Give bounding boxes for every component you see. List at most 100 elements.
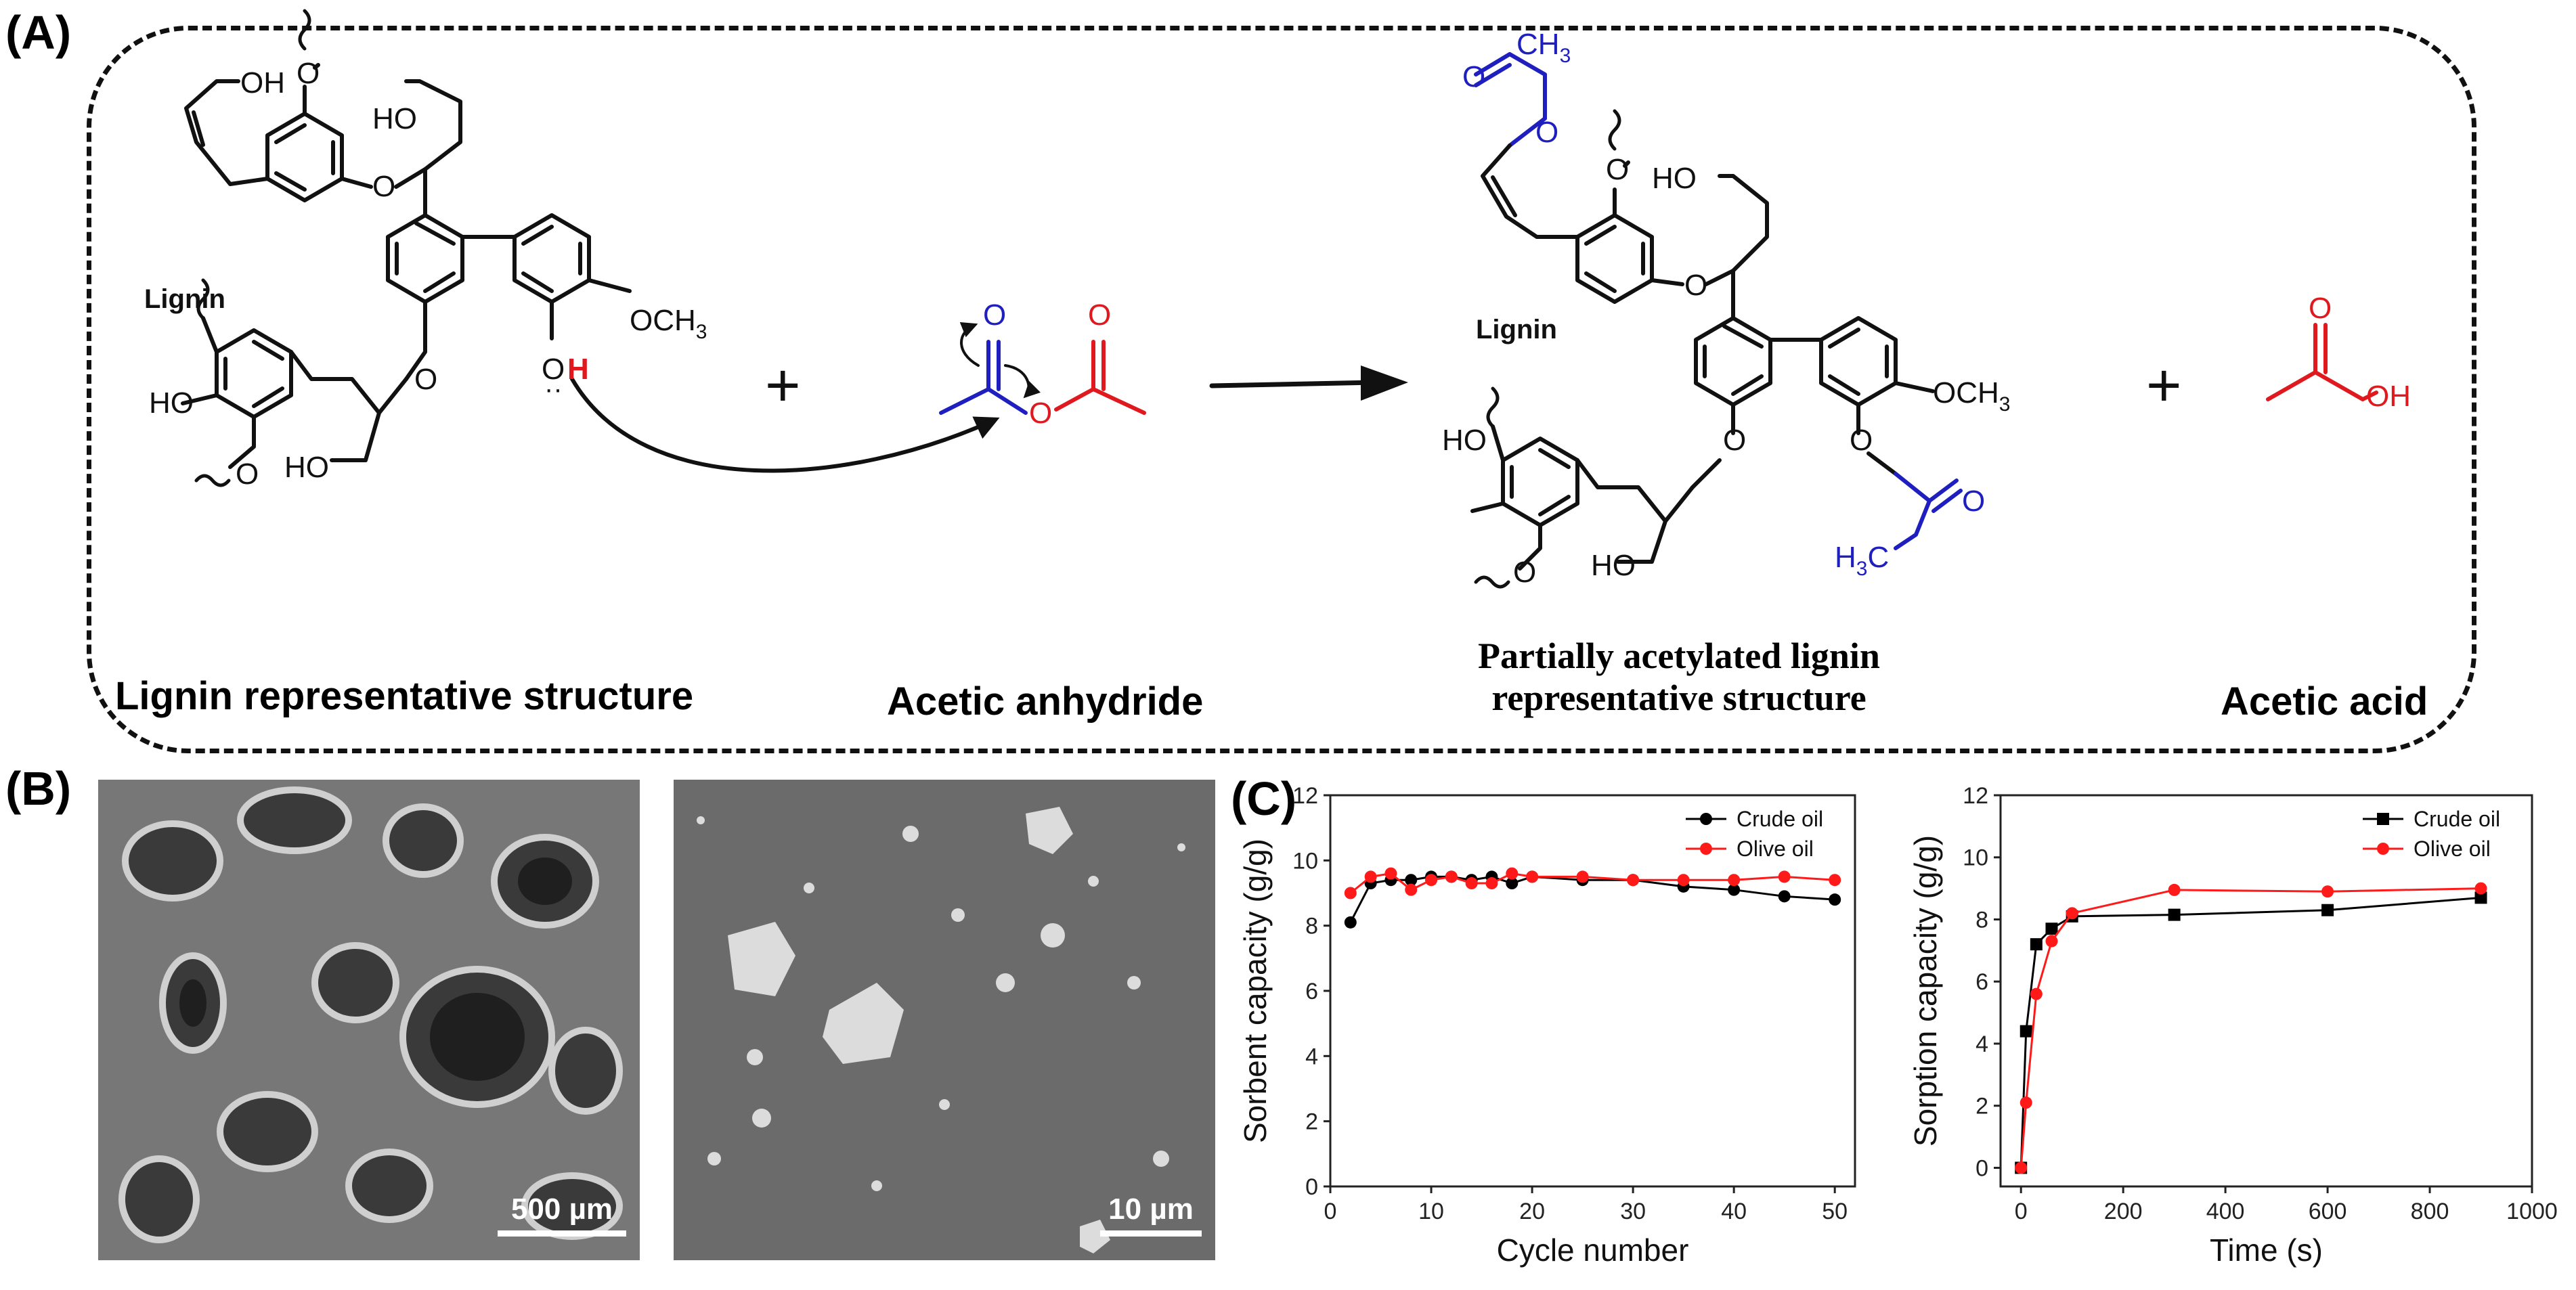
y-tick-label: 4 [1975,1031,1988,1057]
reaction-scheme: OH O HO O OCH3 Lignin HO O O H ·· O HO +… [144,9,2411,589]
data-point [2020,1025,2032,1038]
atom-lignin-1: Lignin [144,284,225,314]
data-point [1526,870,1539,883]
data-point [1465,877,1478,890]
legend-marker [1700,843,1712,855]
data-point [1445,870,1458,883]
atom-o-product-6: O [1850,424,1873,457]
y-tick-label: 0 [1975,1155,1988,1181]
legend-label: Olive oil [1737,837,1814,861]
x-tick-label: 800 [2411,1199,2449,1224]
atom-ho-product-1: HO [1652,162,1697,195]
x-tick-label: 1000 [2506,1199,2558,1224]
atom-o-anhydride-2: O [1029,397,1052,430]
reaction-scheme-frame [87,26,2476,753]
lone-pair: ·· [544,374,563,404]
data-point [2168,883,2181,896]
x-tick-label: 600 [2309,1199,2347,1224]
series-line-1 [2020,887,2481,1168]
data-point [2474,891,2487,904]
x-tick-label: 40 [1721,1199,1747,1224]
legend-marker [1700,813,1712,825]
sem-image-foam: 500 µm [98,780,640,1260]
y-tick-label: 10 [1963,845,1988,871]
data-point [1728,883,1741,896]
atom-ho-2: HO [149,386,194,420]
data-point [1677,874,1690,887]
x-axis-label: Time (s) [2210,1232,2323,1268]
data-point [1364,870,1377,883]
scalebar-10um: 10 µm [1100,1193,1202,1237]
y-tick-label: 2 [1305,1109,1318,1135]
data-point [2045,935,2058,948]
atom-o-product-8: O [1513,556,1536,589]
caption-acetylated-line2: representative structure [1491,677,1866,719]
data-point [2474,882,2487,895]
atom-oh-1: OH [240,66,285,99]
atom-och3-1: OCH3 [630,304,707,343]
data-point [2045,922,2058,935]
sem-surface-texture [674,780,1215,1260]
data-point [1425,874,1438,887]
data-point [1405,874,1418,887]
legend-marker [2377,843,2389,855]
series-line-1 [1349,872,1835,894]
atom-o-3: O [414,363,437,396]
legend-label: Olive oil [2414,837,2491,861]
scalebar-10um-bar [1100,1230,1202,1237]
y-tick-label: 12 [1963,783,1988,809]
atom-ch3-product-1: CH3 [1516,28,1571,67]
panel-label-b: (B) [5,762,72,815]
x-tick-label: 0 [1324,1199,1337,1224]
atom-o-product-2: O [1535,116,1558,149]
atom-oh-acid: OH [2366,380,2411,413]
legend-label: Crude oil [2414,807,2500,831]
caption-acetylated-lignin: Partially acetylated lignin representati… [1408,635,1950,719]
atom-o-5: O [236,458,259,491]
atom-o-product-1: O [1462,60,1485,93]
atom-och3-product: OCH3 [1933,376,2010,416]
atom-o-acid: O [2309,292,2332,325]
data-point [2321,904,2334,916]
data-point [2066,907,2078,920]
scalebar-500um-label: 500 µm [510,1193,613,1226]
y-tick-label: 0 [1305,1174,1318,1200]
panel-label-c: (C) [1231,772,1297,825]
atom-o-product-4: O [1684,269,1707,302]
x-axis-label: Cycle number [1497,1232,1689,1268]
legend-label: Crude oil [1737,807,1823,831]
data-point [1384,867,1397,880]
x-tick-label: 50 [1822,1199,1848,1224]
sem-foam-texture [98,780,640,1260]
x-tick-label: 10 [1418,1199,1444,1224]
data-point [1506,877,1519,890]
data-point [2030,938,2043,951]
atom-o-product-5: O [1723,424,1746,457]
atom-h-reactive: H [567,353,589,386]
x-tick-label: 30 [1620,1199,1646,1224]
data-point [2015,1161,2028,1174]
data-point [1405,883,1418,896]
series-line-0 [2020,896,2481,1168]
plus-sign-2: + [2146,352,2182,420]
x-tick-label: 20 [1519,1199,1545,1224]
y-tick-label: 4 [1305,1044,1318,1069]
data-point [1627,874,1640,887]
atom-o-product-7: O [1962,485,1985,518]
y-tick-label: 6 [1305,979,1318,1004]
data-point [2030,987,2043,1000]
scalebar-500um-bar [498,1230,626,1237]
scalebar-10um-label: 10 µm [1108,1193,1194,1226]
sem-image-surface: 10 µm [674,780,1215,1260]
y-tick-label: 8 [1305,914,1318,939]
atom-ho-1: HO [372,102,417,135]
y-tick-label: 8 [1975,907,1988,933]
atom-o-2: O [372,170,395,203]
atom-o-anhydride-3: O [1088,298,1111,332]
atom-lignin-2: Lignin [1476,315,1557,344]
x-tick-label: 200 [2104,1199,2143,1224]
y-tick-label: 12 [1292,783,1318,809]
data-point [1576,870,1589,883]
